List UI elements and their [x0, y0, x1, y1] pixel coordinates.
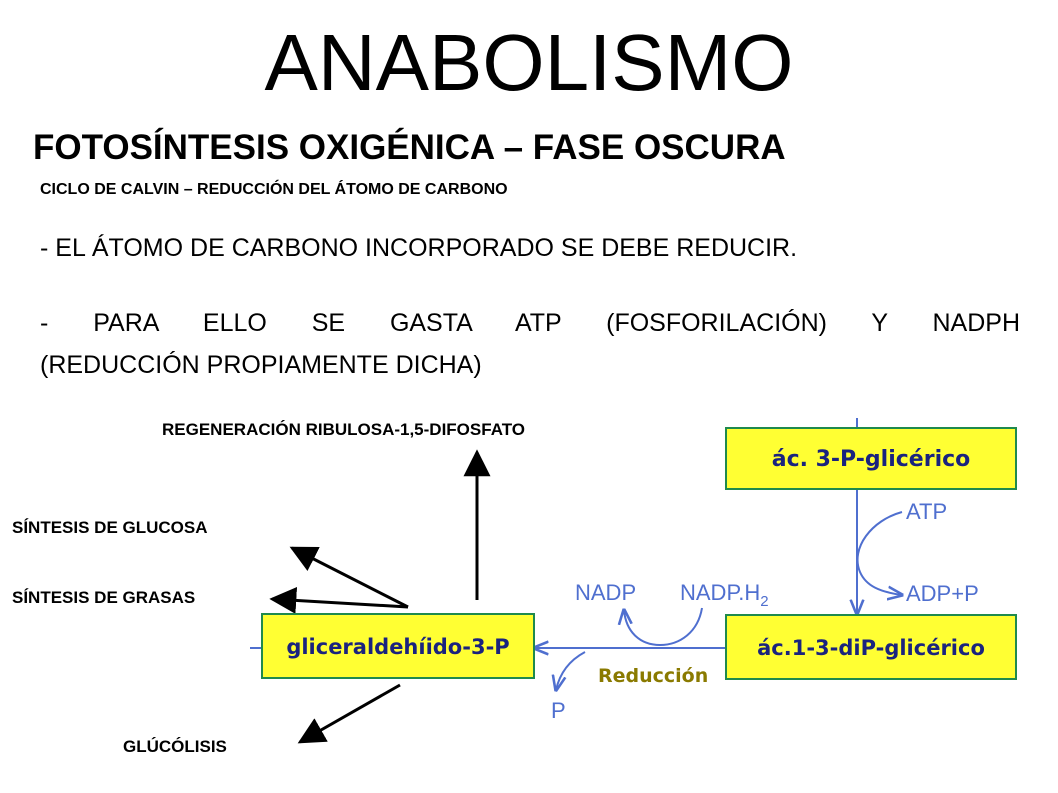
atp-consumption-arrow: [856, 511, 902, 595]
bullet-point-2-line-2: (REDUCCIÓN PROPIAMENTE DICHA): [40, 351, 482, 379]
nadp-nadph-arrow: [624, 608, 703, 647]
bullet-point-1: - EL ÁTOMO DE CARBONO INCORPORADO SE DEB…: [40, 234, 798, 262]
section-heading: CICLO DE CALVIN – REDUCCIÓN DEL ÁTOMO DE…: [40, 181, 508, 198]
label-glucolisis: GLÚCÓLISIS: [123, 737, 227, 756]
slide-title: ANABOLISMO: [264, 18, 794, 107]
phosphate-release-arrow: [556, 651, 586, 690]
box-acido-3-p-glicerico: [725, 427, 1017, 490]
box-13dpg-label: ác.1-3-diP-glicérico: [757, 636, 985, 660]
nadph-subscript: 2: [760, 593, 768, 610]
reduccion-label: Reducción: [598, 665, 708, 687]
nadp-label: NADP: [575, 580, 636, 605]
label-sintesis-grasas: SÍNTESIS DE GRASAS: [12, 588, 196, 607]
nadph-text: NADP.H: [680, 580, 760, 605]
bullet-point-2-line-1: - PARA ELLO SE GASTA ATP (FOSFORILACIÓN)…: [40, 309, 1020, 337]
arrow-to-sintesis-glucosa: [289, 546, 409, 609]
box-3pg-label: ác. 3-P-glicérico: [772, 447, 971, 472]
arrow-to-sintesis-grasas: [269, 586, 409, 614]
adp-p-label: ADP+P: [906, 581, 979, 606]
box-g3p-label: gliceraldehíido-3-P: [286, 635, 509, 659]
atp-label: ATP: [906, 499, 947, 524]
box-gliceraldehido-3-p: [261, 613, 535, 679]
arrow-to-glucolisis: [297, 683, 401, 744]
slide-subtitle: FOTOSÍNTESIS OXIGÉNICA – FASE OSCURA: [33, 128, 786, 167]
nadph-label: NADP.H2: [680, 580, 769, 610]
phosphate-label: P: [551, 698, 566, 723]
label-sintesis-glucosa: SÍNTESIS DE GLUCOSA: [12, 518, 208, 537]
label-regeneracion: REGENERACIÓN RIBULOSA-1,5-DIFOSFATO: [162, 420, 526, 439]
box-acido-13-dip-glicerico: [725, 614, 1017, 680]
